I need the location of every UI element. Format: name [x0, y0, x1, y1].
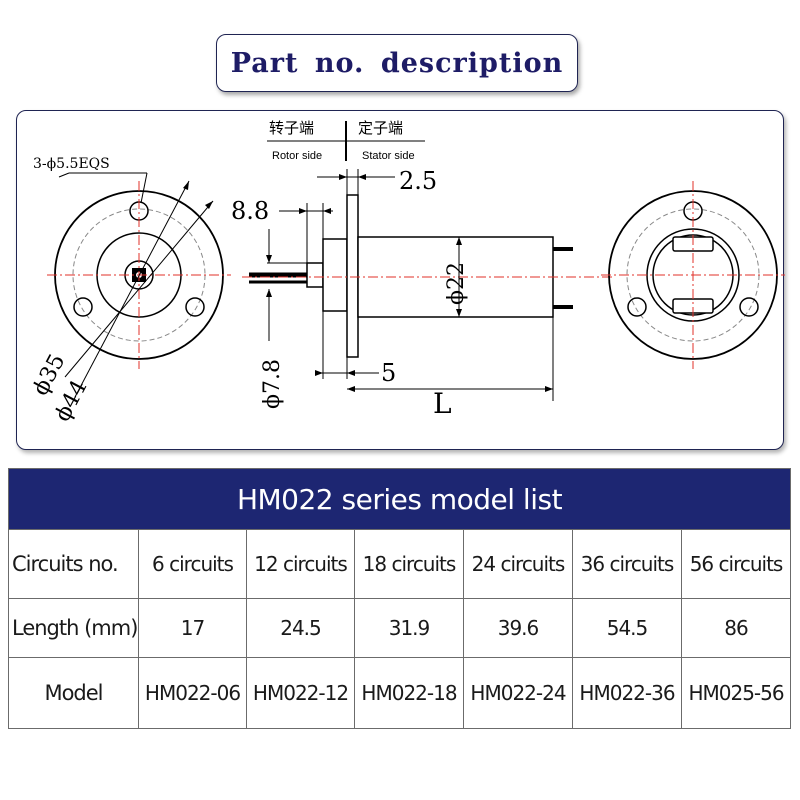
technical-drawing: 3-ϕ5.5EQS ϕ35 ϕ44 转子端 Rotor side 定子端 Sta… — [16, 110, 785, 450]
hole-spec-label: 3-ϕ5.5EQS — [33, 156, 110, 172]
table-cell: 17 — [138, 598, 247, 658]
dim-d22-label: ϕ22 — [444, 262, 469, 305]
table-cell: HM025-56 — [680, 657, 792, 729]
table-row-circuits: Circuits no. 6 circuits 12 circuits 18 c… — [8, 529, 792, 599]
rotor-side-cn: 转子端 — [269, 119, 314, 137]
table-cell: 39.6 — [463, 598, 573, 658]
row-label-circuits: Circuits no. — [8, 529, 139, 599]
table-cell: 54.5 — [572, 598, 682, 658]
table-row-model: Model HM022-06 HM022-12 HM022-18 HM022-2… — [8, 657, 792, 729]
table-cell: 24.5 — [246, 598, 355, 658]
table-cell: 24 circuits — [463, 529, 573, 599]
table-cell: 18 circuits — [354, 529, 464, 599]
rotor-side-en: Rotor side — [272, 150, 322, 162]
stator-side-cn: 定子端 — [358, 119, 403, 137]
table-cell: 12 circuits — [246, 529, 355, 599]
table-cell: HM022-36 — [572, 657, 682, 729]
dim-5-label: 5 — [381, 359, 396, 387]
row-label-length: Length (mm) — [8, 598, 139, 658]
row-label-model: Model — [8, 657, 139, 729]
table-cell: HM022-06 — [138, 657, 247, 729]
table-cell: 56 circuits — [680, 529, 792, 599]
dim-L-label: L — [433, 387, 452, 420]
table-cell: 86 — [680, 598, 792, 658]
page-title: Part no. description — [216, 34, 578, 92]
dim-8-8-label: 8.8 — [231, 197, 269, 225]
table-cell: 6 circuits — [138, 529, 247, 599]
front-view-right — [601, 181, 785, 369]
drawing-svg: 3-ϕ5.5EQS ϕ35 ϕ44 转子端 Rotor side 定子端 Sta… — [28, 119, 785, 426]
stator-side-en: Stator side — [362, 150, 415, 162]
table-title: HM022 series model list — [7, 468, 792, 530]
table-cell: HM022-12 — [246, 657, 355, 729]
table-row-length: Length (mm) 17 24.5 31.9 39.6 54.5 86 — [8, 598, 792, 658]
front-view-left: 3-ϕ5.5EQS ϕ35 ϕ44 — [28, 156, 231, 426]
model-list-table: HM022 series model list Circuits no. 6 c… — [7, 468, 792, 729]
side-view: 转子端 Rotor side 定子端 Stator side — [231, 119, 613, 420]
table-cell: 31.9 — [354, 598, 464, 658]
dim-d7-8-label: ϕ7.8 — [260, 359, 285, 409]
dim-2-5-label: 2.5 — [399, 167, 437, 195]
table-cell: HM022-18 — [354, 657, 464, 729]
table-cell: HM022-24 — [463, 657, 573, 729]
table-cell: 36 circuits — [572, 529, 682, 599]
